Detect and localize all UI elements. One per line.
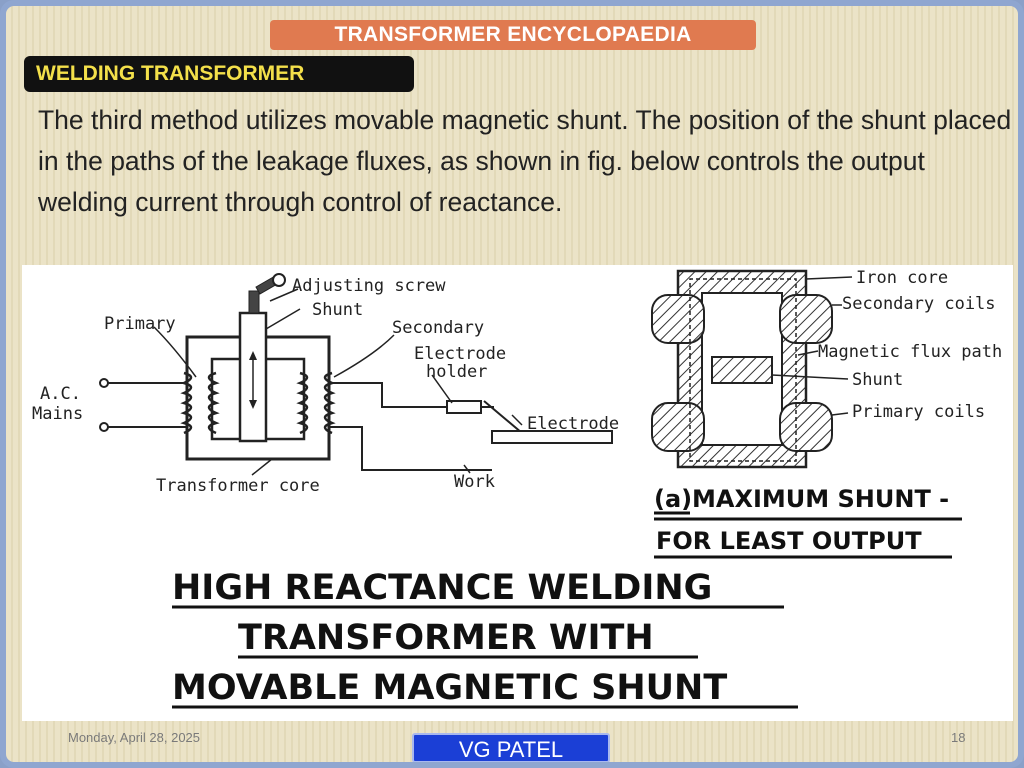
figure-area: Adjusting screw Shunt Primary Secondary … (22, 265, 1013, 721)
sub-caption-line2: FOR LEAST OUTPUT (656, 527, 922, 555)
label-electrode: Electrode (527, 414, 619, 434)
page-number: 18 (951, 730, 966, 745)
label-ac-mains-1: A.C. (40, 384, 81, 404)
body-paragraph: The third method utilizes movable magnet… (38, 105, 1012, 217)
sub-caption-line1: MAXIMUM SHUNT - (692, 485, 949, 513)
label-work: Work (454, 472, 495, 492)
section-heading: WELDING TRANSFORMER (24, 56, 414, 92)
label-shunt: Shunt (312, 300, 363, 320)
label-transformer-core: Transformer core (156, 476, 320, 496)
slide-title: TRANSFORMER ENCYCLOPAEDIA (270, 20, 756, 50)
label-secondary: Secondary (392, 318, 484, 338)
right-core-diagram: Iron core Secondary coils Magnetic flux … (651, 268, 1002, 469)
author-badge: VG PATEL (412, 733, 610, 762)
left-transformer-diagram: Adjusting screw Shunt Primary Secondary … (32, 273, 619, 496)
label-electrode-holder-2: holder (426, 362, 487, 382)
main-caption-line2: TRANSFORMER WITH (238, 618, 654, 658)
label-iron-core: Iron core (856, 268, 948, 288)
figure-diagram: Adjusting screw Shunt Primary Secondary … (32, 268, 1002, 709)
label-secondary-coils: Secondary coils (842, 294, 996, 314)
label-primary-coils: Primary coils (852, 402, 985, 422)
sub-caption: (a) MAXIMUM SHUNT - FOR LEAST OUTPUT (654, 485, 962, 559)
label-ac-mains-2: Mains (32, 404, 83, 424)
main-caption-line3: MOVABLE MAGNETIC SHUNT (172, 668, 727, 708)
sub-caption-tag: (a) (654, 485, 692, 513)
label-electrode-holder-1: Electrode (414, 344, 506, 364)
main-caption: HIGH REACTANCE WELDING TRANSFORMER WITH … (172, 568, 798, 709)
label-adjusting-screw: Adjusting screw (292, 276, 446, 296)
label-right-shunt: Shunt (852, 370, 903, 390)
main-caption-line1: HIGH REACTANCE WELDING (172, 568, 712, 608)
label-magnetic-flux-path: Magnetic flux path (818, 342, 1002, 362)
footer-date: Monday, April 28, 2025 (68, 730, 201, 745)
label-primary: Primary (104, 314, 176, 334)
